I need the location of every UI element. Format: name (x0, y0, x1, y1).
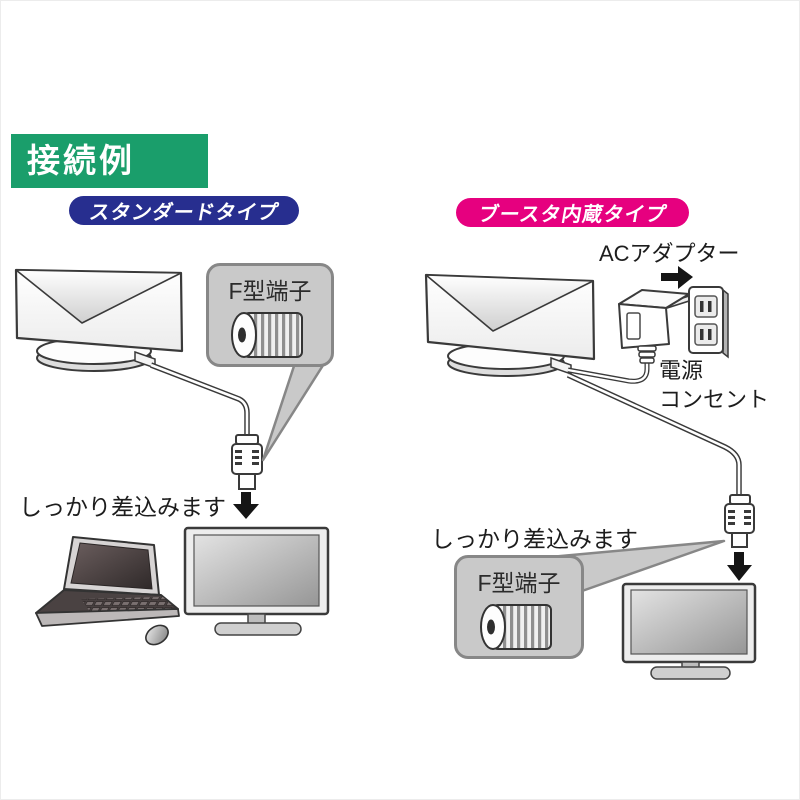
standard-type-badge: スタンダードタイプ (69, 196, 299, 225)
booster-f-terminal-icon (480, 604, 552, 650)
adapter-power-cord-icon (567, 361, 650, 384)
booster-type-badge-label: ブースタ内蔵タイプ (476, 204, 668, 226)
laptop-icon (35, 536, 180, 627)
standard-type-badge-label: スタンダードタイプ (87, 202, 280, 224)
standard-coax-cable-icon (150, 362, 250, 435)
booster-arrow-down-icon (727, 552, 752, 581)
booster-f-terminal-callout: F型端子 (454, 555, 584, 659)
standard-f-terminal-icon (231, 312, 303, 358)
standard-f-terminal-label: F型端子 (228, 278, 312, 304)
booster-insert-note: しっかり差込みます (431, 526, 638, 552)
standard-f-plug-icon (231, 434, 263, 490)
standard-arrow-down-icon (233, 492, 259, 519)
booster-antenna-icon (424, 273, 596, 377)
standard-insert-note: しっかり差込みます (19, 494, 226, 520)
ac-adapter-icon (618, 289, 690, 364)
booster-type-badge: ブースタ内蔵タイプ (456, 198, 689, 227)
power-outlet-label: 電源 コンセント (659, 358, 770, 413)
booster-coax-cable-icon (566, 372, 742, 495)
page-title: 接続例 (11, 134, 208, 188)
booster-f-plug-icon (724, 494, 755, 548)
standard-callout-pointer (261, 357, 329, 462)
mouse-icon (145, 624, 169, 646)
standard-tv-icon (183, 526, 330, 636)
plug-arrow-right-icon (661, 266, 693, 289)
ac-adapter-label: ACアダプター (599, 241, 740, 266)
standard-antenna-icon (14, 268, 184, 372)
standard-f-terminal-callout: F型端子 (206, 263, 334, 367)
booster-f-terminal-label: F型端子 (477, 570, 561, 596)
booster-tv-icon (621, 582, 757, 680)
wall-outlet-icon (688, 286, 729, 359)
page-title-text: 接続例 (27, 142, 135, 179)
